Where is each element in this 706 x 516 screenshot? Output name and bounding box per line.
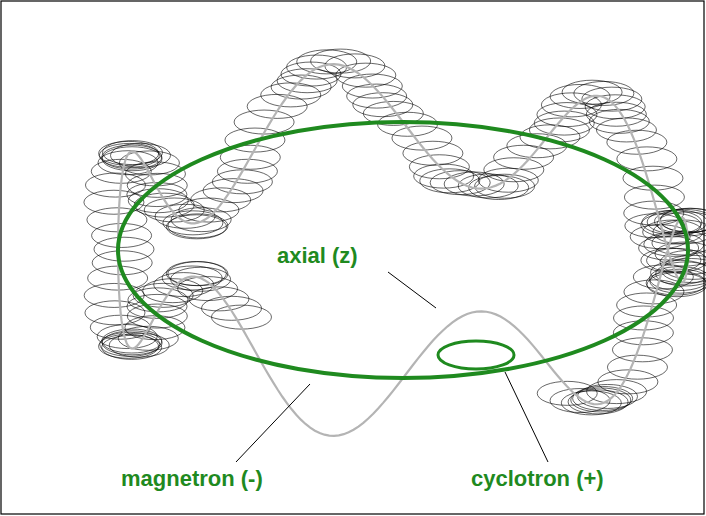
motion-label: magnetron (-)	[118, 466, 266, 491]
cyclotron-loop	[311, 49, 371, 73]
cyclotron-loop	[641, 213, 701, 237]
leader-line	[388, 272, 436, 308]
cyclotron-loop	[642, 210, 702, 234]
magnetron-orbit	[118, 122, 688, 378]
cyclotron-loop	[261, 83, 321, 107]
cyclotron-loop	[94, 237, 154, 261]
motion-label: cyclotron (+)	[468, 466, 607, 491]
cyclotron-loop	[612, 338, 672, 362]
cyclotron-loop	[607, 130, 667, 154]
cyclotron-loop	[347, 84, 407, 108]
cyclotron-loop	[154, 273, 214, 297]
cyclotron-loop	[562, 80, 622, 104]
cyclotron-loop	[212, 170, 272, 194]
cyclotron-loop	[179, 198, 239, 222]
leader-line	[236, 384, 310, 462]
cyclotron-loop	[420, 169, 480, 193]
cyclotron-loop	[87, 208, 147, 232]
cyclotron-loop	[281, 62, 341, 86]
cyclotron-loop	[534, 111, 594, 135]
cyclotron-orbit	[438, 341, 514, 369]
cyclotron-loop	[189, 287, 249, 311]
cyclotron-loop	[475, 174, 535, 198]
axial-wave	[118, 64, 688, 436]
cyclotron-loop	[99, 143, 159, 167]
cyclotron-loop	[550, 389, 610, 413]
cyclotron-loop	[617, 147, 677, 171]
cyclotron-loop	[202, 296, 262, 320]
cyclotron-loop	[191, 188, 251, 212]
cyclotron-loop	[128, 288, 188, 312]
leader-line	[505, 372, 548, 462]
cyclotron-loop	[168, 214, 228, 238]
cyclotron-loop	[143, 279, 203, 303]
cyclotron-loop	[484, 158, 544, 182]
cyclotron-loop	[234, 110, 294, 134]
cyclotron-loop	[607, 355, 667, 379]
motion-label: axial (z)	[274, 243, 361, 268]
cyclotron-loop	[203, 179, 263, 203]
cyclotron-loop	[655, 242, 706, 266]
